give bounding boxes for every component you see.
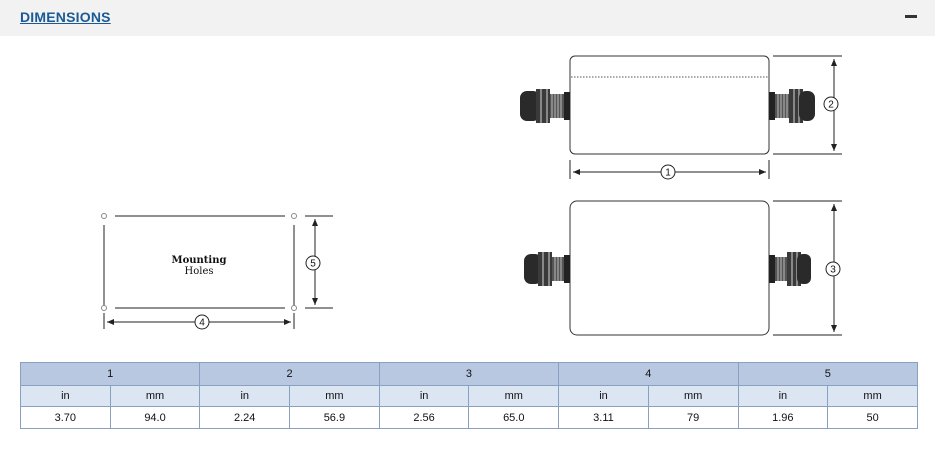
mounting-hole-icon [101,305,107,311]
mounting-label-line1: Mounting [172,255,227,266]
column-group-header: 5 [737,362,918,386]
section-title[interactable]: DIMENSIONS [20,9,111,25]
unit-header: in [199,385,291,407]
side-view: 2 1 [520,55,842,180]
table-cell: 3.70 [20,406,111,429]
column-group-header: 2 [199,362,380,386]
unit-header: mm [468,385,560,407]
table-cell: 2.56 [378,406,470,429]
mounting-hole-icon [291,213,297,219]
unit-header: in [20,385,111,407]
unit-header: in [558,385,649,407]
table-cell: 3.11 [558,406,649,429]
unit-header: mm [289,385,380,407]
unit-header: in [378,385,470,407]
dimensions-table: 1 2 3 4 5 in mm in mm in mm in mm in mm … [19,362,918,429]
callout-5 [305,255,321,271]
cable-gland-icon [520,89,570,123]
callout-5-label: 5 [310,259,316,270]
mounting-diagram: Mounting Holes 5 4 [101,213,333,330]
collapse-icon[interactable] [904,9,918,23]
table-unit-row: in mm in mm in mm in mm in mm [20,385,918,407]
callout-3 [825,261,841,277]
callout-2-label: 2 [828,100,834,111]
unit-header: in [737,385,829,407]
table-cell: 94.0 [109,406,201,429]
callout-4 [194,314,210,330]
top-view: 3 [524,200,842,336]
callout-3-label: 3 [830,265,836,276]
table-cell: 50 [827,406,918,429]
callout-1-label: 1 [665,168,671,179]
table-cell: 79 [647,406,739,429]
cable-gland-icon [524,252,570,286]
callout-2 [823,96,839,112]
table-row: 3.70 94.0 2.24 56.9 2.56 65.0 3.11 79 1.… [20,406,918,429]
table-header-row: 1 2 3 4 5 [19,362,918,386]
column-group-header: 4 [558,362,739,386]
dimension-drawing: Mounting Holes 5 4 [101,55,842,336]
callout-1 [660,164,676,180]
table-cell: 1.96 [737,406,829,429]
unit-header: mm [109,385,201,407]
cable-gland-icon [769,252,811,286]
unit-header: mm [827,385,918,407]
table-cell: 65.0 [468,406,560,429]
mounting-hole-icon [291,305,297,311]
unit-header: mm [647,385,739,407]
table-cell: 2.24 [199,406,291,429]
callout-4-label: 4 [199,318,205,329]
column-group-header: 1 [19,362,201,386]
table-cell: 56.9 [289,406,380,429]
cable-gland-icon [769,89,815,123]
mounting-label-line2: Holes [185,266,214,277]
mounting-hole-icon [101,213,107,219]
column-group-header: 3 [378,362,560,386]
section-header: DIMENSIONS [0,0,935,36]
